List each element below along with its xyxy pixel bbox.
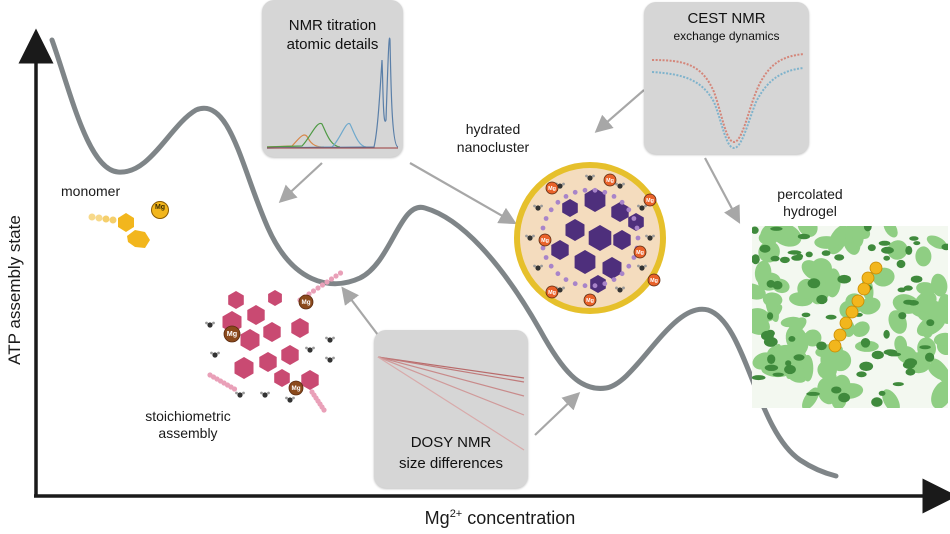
svg-text:Mg: Mg [301, 299, 310, 306]
monomer-molecule [88, 201, 169, 248]
stoichiometric-line1: stoichiometric [145, 408, 231, 424]
hydrogel-line1: percolated [777, 186, 843, 202]
svg-text:Mg: Mg [650, 278, 658, 284]
y-axis-label: ATP assembly state [5, 215, 24, 365]
cest-line2: exchange dynamics [673, 29, 780, 43]
dosy-nmr-panel: DOSY NMR size differences [374, 330, 528, 488]
nmr-titration-line1: NMR titration [288, 17, 377, 34]
x-axis-label-base: Mg [424, 508, 450, 528]
svg-text:Mg: Mg [606, 178, 614, 184]
arrow-cest-to-nano [594, 89, 645, 133]
svg-text:Mg: Mg [548, 186, 556, 192]
nmr-titration-title: NMR titration atomic details [262, 16, 403, 54]
nmr-titration-line2: atomic details [286, 36, 379, 53]
hydrogel-line2: hydrogel [783, 203, 837, 219]
cest-curves [651, 53, 805, 150]
x-axis-label-sup: 2+ [449, 508, 463, 520]
monomer-mg-label: Mg [154, 204, 166, 211]
arrow-dosy-to-gel [534, 391, 581, 436]
assembly-curve [49, 37, 839, 479]
cest-line1: CEST NMR [687, 10, 766, 27]
nmr-titration-panel: NMR titration atomic details [262, 0, 403, 157]
svg-text:Mg: Mg [646, 198, 654, 204]
arrow-nmr-to-stoich [278, 162, 323, 203]
nmr-spectra [266, 37, 399, 149]
svg-text:Mg: Mg [291, 385, 300, 392]
monomer-label: monomer [61, 183, 121, 199]
hydrogel-label: percolated hydrogel [755, 186, 865, 220]
dosy-title: DOSY NMR size differences [374, 432, 528, 474]
percolated-hydrogel [752, 226, 948, 408]
svg-text:Mg: Mg [548, 290, 556, 296]
stoichiometric-label: stoichiometric assembly [128, 408, 248, 442]
dosy-line2: size differences [399, 455, 503, 472]
x-axis-label: Mg2+ concentration [380, 508, 620, 529]
cest-title: CEST NMR exchange dynamics [644, 10, 809, 44]
x-axis-label-rest: concentration [462, 508, 576, 528]
svg-text:Mg: Mg [541, 238, 549, 244]
stoichiometric-line2: assembly [158, 425, 218, 441]
nanocluster-line2: nanocluster [456, 139, 530, 155]
arrow-dosy-to-stoich [341, 286, 379, 336]
svg-text:Mg: Mg [227, 329, 237, 338]
cest-nmr-panel: CEST NMR exchange dynamics [644, 2, 809, 154]
nanocluster-line1: hydrated [465, 121, 521, 137]
arrow-cest-to-gel [704, 157, 741, 224]
arrow-nmr-to-nano [409, 162, 517, 225]
svg-text:Mg: Mg [586, 298, 594, 304]
dosy-decays [377, 356, 525, 451]
svg-text:Mg: Mg [636, 250, 644, 256]
nanocluster-label: hydrated nanocluster [433, 120, 553, 156]
dosy-line1: DOSY NMR [410, 434, 492, 451]
